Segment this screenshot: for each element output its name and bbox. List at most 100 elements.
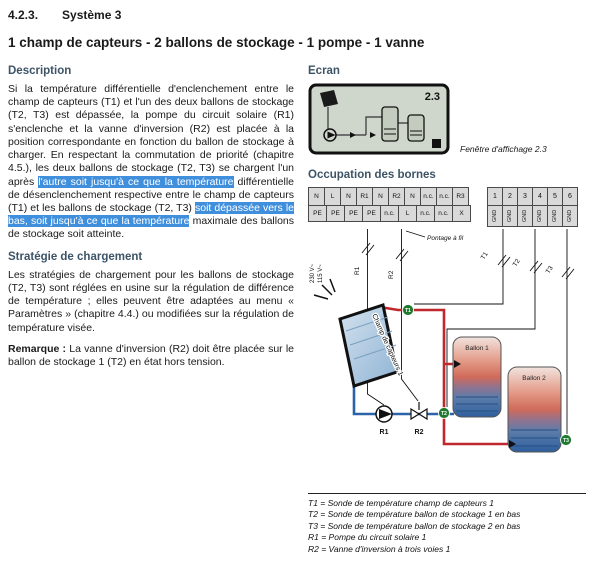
- terminal-cell: 5: [547, 187, 563, 206]
- sensor-terminal-block: 1 2 3 4 5 6 GND GND GND GND GND GND: [487, 187, 578, 227]
- terminal-cell: n.c.: [416, 205, 435, 222]
- terminal-cell: PE: [362, 205, 381, 222]
- tank-2: [507, 366, 562, 453]
- sensor-t2-label: T2: [441, 411, 447, 417]
- sun-rays-icon: [313, 278, 336, 300]
- terminal-cell: N: [340, 187, 357, 206]
- legend-item: R2 = Vanne d'inversion à trois voies 1: [308, 543, 451, 554]
- terminal-cell-gnd: GND: [517, 205, 533, 227]
- terminal-cell: n.c.: [380, 205, 399, 222]
- description-segment-highlighted: l'autre soit jusqu'à ce que la températu…: [38, 175, 234, 188]
- terminal-cell: 6: [562, 187, 578, 206]
- legend-item: R1 = Pompe du circuit solaire 1: [308, 532, 427, 543]
- terminal-cell: X: [452, 205, 471, 222]
- remark-paragraph: Remarque : La vanne d'inversion (R2) doi…: [8, 343, 294, 369]
- terminal-cell: R1: [356, 187, 373, 206]
- terminal-cell: N: [372, 187, 389, 206]
- terminal-cell: n.c.: [434, 205, 453, 222]
- power-terminal-row-2: PE PE PE PE n.c. L n.c. n.c. X: [308, 205, 471, 222]
- sensor-t2-icon: [438, 407, 450, 419]
- terminal-wires: R1 R2 T1 T2 T3: [354, 229, 575, 434]
- lcd-flow-arrow: [350, 132, 356, 138]
- solar-collector: Champ de capteurs 1: [313, 278, 405, 388]
- pump-label: R1: [380, 429, 389, 436]
- lcd-collector-icon: [320, 90, 338, 107]
- terminal-cell: L: [324, 187, 341, 206]
- terminal-cell: PE: [344, 205, 363, 222]
- terminal-cell-gnd: GND: [502, 205, 518, 227]
- lcd-display-value: 2.3: [425, 91, 440, 103]
- terminal-cell: PE: [326, 205, 345, 222]
- power-terminal-block: N L N R1 N R2 N n.c. n.c. R3 PE PE: [308, 187, 471, 222]
- pump-triangle: [379, 409, 392, 419]
- terminal-cell: N: [404, 187, 421, 206]
- lcd-flow-arrow: [370, 132, 376, 138]
- voltage-label-115: 115 V~: [318, 264, 324, 283]
- valve-icon: [410, 407, 421, 421]
- terminal-cell: L: [398, 205, 417, 222]
- terminal-cell: 3: [517, 187, 533, 206]
- terminal-cell-gnd: GND: [562, 205, 578, 227]
- display-caption: Fenêtre d'affichage 2.3: [460, 144, 547, 154]
- legend-item: T2 = Sonde de température ballon de stoc…: [308, 509, 521, 520]
- lcd-tank2-stripes: [410, 130, 422, 136]
- valve-r2: R2: [410, 402, 428, 436]
- wire-hatch-marks: [361, 242, 575, 280]
- screen-heading: Ecran: [308, 65, 340, 77]
- sensor-t3-label: T3: [563, 438, 569, 444]
- terminal-cell: 2: [502, 187, 518, 206]
- description-paragraph: Si la température différentielle d'encle…: [8, 83, 294, 242]
- wire-label-t1: T1: [480, 251, 490, 261]
- sensor-terminal-row-2: GND GND GND GND GND GND: [487, 205, 578, 227]
- tank-2-label: Ballon 2: [522, 375, 546, 382]
- tank-1-label: Ballon 1: [465, 345, 489, 352]
- valve-label: R2: [415, 429, 424, 436]
- temperature-sensors: T1 T2 T3: [402, 304, 572, 446]
- sensor-t1-icon: [402, 304, 414, 316]
- collector-stripes: [345, 316, 397, 360]
- description-heading: Description: [8, 65, 72, 77]
- terminal-cell: 1: [487, 187, 503, 206]
- power-terminal-row-1: N L N R1 N R2 N n.c. n.c. R3: [308, 187, 470, 206]
- collector-panel: [338, 303, 399, 388]
- bridge-pointer-line: [405, 230, 426, 238]
- terminals-heading: Occupation des bornes: [308, 169, 436, 181]
- sensor-t3-icon: [560, 434, 572, 446]
- strategy-paragraph: Les stratégies de chargement pour les ba…: [8, 268, 294, 334]
- right-column: Ecran 2.3 Fenêtre d'affi: [308, 65, 586, 555]
- legend-item: T3 = Sonde de température ballon de stoc…: [308, 520, 521, 531]
- legend: T1 = Sonde de température champ de capte…: [308, 493, 586, 555]
- section-number: 4.2.3.: [8, 8, 39, 22]
- tank-2-inlet-arrow: [509, 440, 516, 448]
- tank-1-stripes: [456, 396, 498, 412]
- description-segment: maximale des ballons de stockage soit at…: [8, 215, 294, 241]
- tank-1-inlet-arrow: [454, 360, 461, 368]
- terminal-cell: 4: [532, 187, 548, 206]
- lcd-tank2-icon: [407, 114, 425, 142]
- left-column: Description Si la température différenti…: [8, 65, 308, 555]
- wiring-diagram: R1 R2 T1 T2 T3 230 V~ 115 V~ Pontage à f…: [310, 229, 575, 453]
- strategy-heading: Stratégie de chargement: [8, 250, 143, 263]
- lcd-pump-triangle: [327, 131, 336, 139]
- section-header: 4.2.3. Système 3: [8, 8, 592, 22]
- lcd-display: 2.3: [308, 83, 450, 155]
- description-segment: différentielle de désenclenchement respe…: [8, 175, 294, 214]
- wire-label-t3: T3: [545, 265, 555, 275]
- voltage-label-230: 230 V~: [310, 263, 316, 283]
- description-segment: Si la température différentielle d'encle…: [8, 83, 294, 188]
- lcd-mode-icon: [432, 139, 441, 148]
- wire-label-t2: T2: [512, 258, 522, 268]
- lcd-tank1-icon: [381, 106, 399, 142]
- lcd-tank1-stripes: [384, 128, 396, 135]
- legend-item: T1 = Sonde de température champ de capte…: [308, 498, 494, 508]
- terminal-cell: n.c.: [420, 187, 437, 206]
- terminal-blocks: N L N R1 N R2 N n.c. n.c. R3 PE PE: [308, 187, 586, 229]
- terminal-cell: n.c.: [436, 187, 453, 206]
- sensor-terminal-row-1: 1 2 3 4 5 6: [487, 187, 578, 206]
- page-title: 1 champ de capteurs - 2 ballons de stock…: [8, 35, 425, 50]
- terminal-cell: N: [308, 187, 325, 206]
- wire-label-r2: R2: [388, 270, 395, 279]
- terminal-cell: R2: [388, 187, 405, 206]
- storage-tanks: Ballon 1 Ballon 2: [452, 336, 562, 453]
